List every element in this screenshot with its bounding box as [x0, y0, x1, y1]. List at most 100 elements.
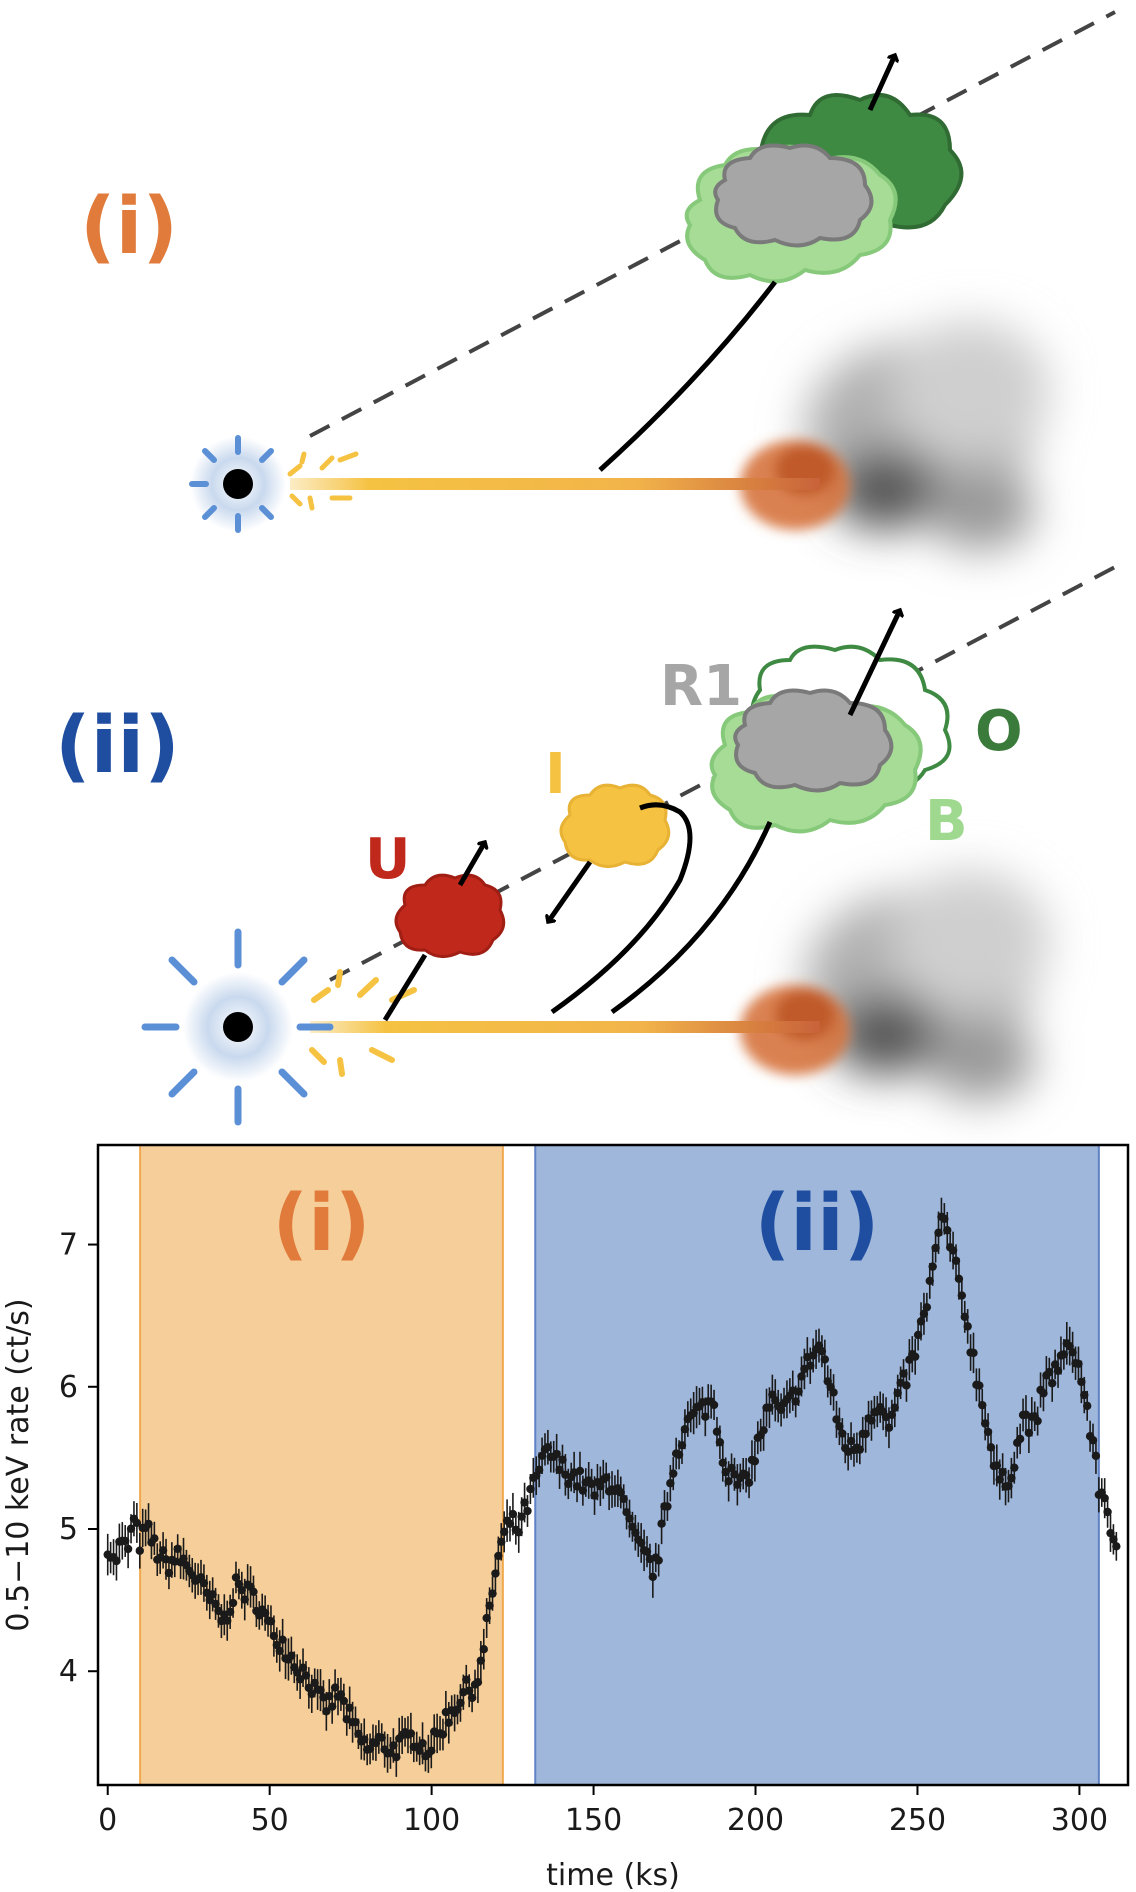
x-tick-label: 50: [251, 1803, 289, 1838]
data-point: [986, 1429, 996, 1466]
cloud-label-b: B: [925, 789, 968, 854]
jet-i: [290, 478, 820, 490]
x-tick-label: 300: [1051, 1803, 1108, 1838]
y-tick-label: 6: [59, 1370, 78, 1405]
cloud-r1-ii: [733, 688, 894, 793]
data-point: [995, 1459, 1004, 1500]
outflow-arrow-u: [457, 842, 485, 887]
data-point: [266, 1605, 276, 1638]
data-point: [741, 1457, 751, 1493]
data-point: [386, 1737, 395, 1769]
x-tick-label: 150: [565, 1803, 622, 1838]
data-point: [922, 1292, 932, 1322]
plot-frame: [96, 1143, 1130, 1787]
data-point: [657, 1503, 666, 1545]
data-point: [654, 1544, 663, 1577]
data-point: [631, 1514, 640, 1551]
data-point: [838, 1418, 847, 1449]
data-point: [663, 1492, 672, 1521]
data-point: [750, 1440, 760, 1482]
data-point-group: [103, 1197, 1121, 1777]
panel-ii: (ii): [55, 565, 1116, 1126]
lobe-smoke-ii: [805, 870, 1050, 1100]
data-point: [943, 1211, 952, 1249]
data-point: [1082, 1390, 1092, 1421]
data-point: [523, 1495, 532, 1527]
data-point: [680, 1409, 690, 1450]
data-point: [438, 1718, 448, 1751]
data-point: [648, 1555, 658, 1598]
x-tick-label: 0: [98, 1803, 117, 1838]
outflow-arrow-i: [867, 55, 895, 112]
data-point: [211, 1587, 220, 1620]
data-point: [733, 1464, 742, 1506]
black-hole-i: [189, 435, 286, 533]
data-point: [158, 1532, 168, 1569]
cloud-label-u: U: [365, 827, 410, 892]
data-point: [622, 1495, 631, 1530]
data-point: [453, 1694, 462, 1725]
data-point: [336, 1677, 346, 1711]
data-point: [709, 1389, 719, 1421]
panel-ii-label: (ii): [55, 701, 180, 791]
data-point: [727, 1453, 736, 1483]
data-point: [1007, 1457, 1016, 1499]
span-label-ii: (ii): [755, 1179, 880, 1269]
data-point: [464, 1674, 474, 1708]
jet-base-sparks-i: [287, 451, 359, 511]
lobe-smoke-i: [805, 320, 1050, 550]
trajectory-b: [610, 820, 773, 1015]
data-point: [330, 1669, 340, 1706]
data-point: [249, 1575, 258, 1608]
panel-i-label: (i): [80, 182, 178, 272]
data-point: [975, 1368, 984, 1403]
data-point: [1050, 1349, 1060, 1380]
data-point: [820, 1339, 830, 1380]
cloud-i-ii: [559, 783, 671, 868]
data-point: [298, 1648, 308, 1688]
cloud-label-o: O: [975, 699, 1023, 764]
data-point: [564, 1468, 573, 1500]
data-point: [744, 1467, 754, 1499]
data-point: [327, 1689, 337, 1724]
data-point: [1015, 1423, 1025, 1455]
data-point: [718, 1444, 728, 1482]
data-point: [669, 1457, 678, 1491]
data-point: [132, 1502, 142, 1543]
data-point: [931, 1233, 940, 1263]
data-point: [520, 1482, 529, 1523]
span-i: [139, 1144, 504, 1786]
data-point: [601, 1462, 611, 1493]
data-point: [365, 1733, 375, 1765]
y-axis-label: 0.5−10 keV rate (ct/s): [1, 1298, 36, 1631]
data-point: [112, 1541, 121, 1581]
data-point: [123, 1529, 133, 1569]
data-point: [596, 1466, 605, 1506]
data-point: [260, 1595, 270, 1631]
cloud-u-ii: [394, 873, 506, 958]
data-point: [902, 1368, 911, 1402]
data-point: [835, 1407, 844, 1446]
data-point: [269, 1615, 279, 1657]
data-point: [910, 1338, 920, 1375]
data-point: [292, 1654, 302, 1691]
data-point: [1010, 1451, 1019, 1484]
data-point: [144, 1503, 153, 1545]
x-tick-label: 200: [727, 1803, 784, 1838]
trajectory-i: [598, 280, 777, 472]
cloud-label-r1: R1: [660, 654, 742, 719]
data-point: [575, 1451, 585, 1491]
y-tick-label: 7: [59, 1228, 78, 1263]
data-point: [913, 1319, 923, 1351]
data-point: [427, 1733, 436, 1769]
data-point: [150, 1521, 159, 1555]
data-point: [776, 1393, 786, 1427]
data-point: [479, 1628, 488, 1670]
data-point: [1091, 1437, 1101, 1474]
cloud-label-i: I: [545, 742, 566, 807]
data-point: [392, 1737, 401, 1777]
data-point: [978, 1388, 987, 1422]
data-point: [677, 1426, 687, 1465]
